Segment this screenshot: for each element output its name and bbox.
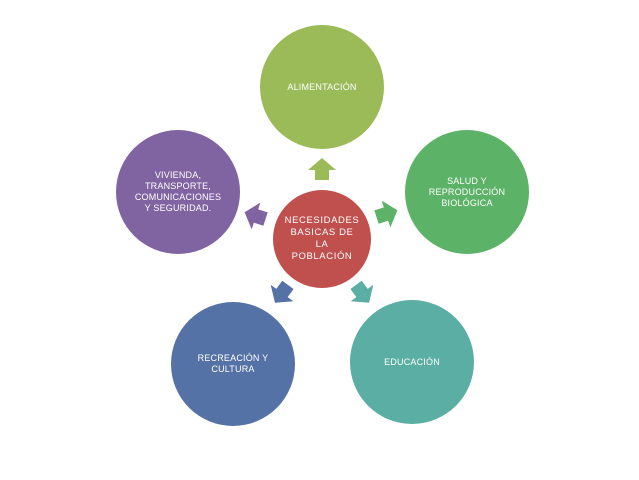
node-vivienda: VIVIENDA, TRANSPORTE, COMUNICACIONES Y S… <box>116 130 240 254</box>
arrow-to-vivienda <box>244 202 268 230</box>
arrow-to-alimentacion <box>308 158 336 180</box>
node-recreacion-label: RECREACIÓN Y CULTURA <box>197 353 269 374</box>
arrow-to-recreacion <box>270 280 294 303</box>
node-salud-label: SALUD Y REPRODUCCIÓN BIOLÓGICA <box>428 175 506 208</box>
node-educacion: EDUCACIÓN <box>350 300 474 424</box>
arrow-to-salud <box>374 200 398 228</box>
node-recreacion: RECREACIÓN Y CULTURA <box>171 302 295 426</box>
arrow-to-educacion <box>350 280 374 303</box>
node-educacion-label: EDUCACIÓN <box>384 356 440 367</box>
node-alimentacion: ALIMENTACIÓN <box>260 25 384 149</box>
node-salud: SALUD Y REPRODUCCIÓN BIOLÓGICA <box>405 130 529 254</box>
center-node: NECESIDADES BASICAS DE LA POBLACIÓN <box>273 190 371 288</box>
node-vivienda-label: VIVIENDA, TRANSPORTE, COMUNICACIONES Y S… <box>134 170 222 213</box>
center-node-label: NECESIDADES BASICAS DE LA POBLACIÓN <box>284 215 360 262</box>
node-alimentacion-label: ALIMENTACIÓN <box>287 81 357 92</box>
